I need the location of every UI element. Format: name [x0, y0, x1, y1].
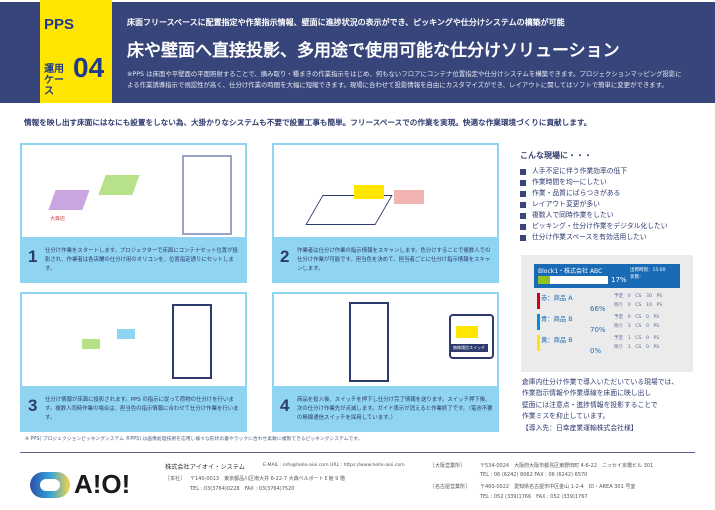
progress-dashboard: Block1・株式会社 ABC 17% 出荷時刻：15:00 状態： 赤：商品 …	[521, 255, 693, 372]
step-1-illustration: 大森店	[20, 143, 247, 239]
case-study: 倉庫内仕分け作業で導入いただいている現場では、作業指示情報や作業導線を床面に映し…	[522, 378, 679, 432]
nagoya-label: ［名古屋営業所］	[430, 484, 471, 490]
step-number: 2	[280, 247, 290, 266]
color-bar	[537, 335, 540, 351]
osaka-tel: TEL : 06 (6242) 8062 FAX : 06 (6242) 657…	[480, 472, 588, 478]
page-title: 床や壁面へ直接投影、多用途で使用可能な仕分けソリューション	[127, 41, 620, 61]
step-panel-3: 3 仕分け情報が床面に投影されます。PPS の指示に従って荷物の仕分けを行います…	[20, 292, 247, 432]
color-bar	[537, 293, 540, 309]
bullet-icon	[520, 234, 526, 241]
dashboard-row: 黄：商品 B 0% 予定 1 CS 0 PS 残り 1 CS 0 PS	[537, 335, 659, 355]
contact: E-MAIL : info@hello-aioi.com URL : https…	[263, 463, 405, 468]
description: ※PPS は床面や平壁面の平面照射することで、摘み取り・種まきの作業指示をはじめ…	[127, 70, 682, 89]
step-text: 仕分け情報が床面に投影されます。PPS の指示に従って荷物の仕分けを行います。複…	[45, 397, 239, 421]
step-text: 仕分け作業をスタートします。プロジェクターで床面にコンテナセット位置が投影され、…	[45, 248, 238, 272]
bullet-icon	[520, 223, 526, 230]
status: 状態：	[630, 275, 644, 280]
bullet-icon	[520, 201, 526, 208]
need-item: 人手不足に伴う作業効率の低下	[520, 166, 700, 177]
company-name: 株式会社アイオイ・システム	[165, 464, 245, 471]
step-4-illustration: 無線通信スイッチ	[272, 292, 499, 388]
needs-list: こんな現場に・・・ 人手不足に伴う作業効率の低下 作業時間を均一にしたい 作業・…	[520, 150, 700, 243]
step-panel-2: 2 作業者は仕分け作業の指示情報をスキャンします。色分けすることで複数人での仕分…	[272, 143, 499, 283]
bullet-icon	[520, 190, 526, 197]
step-number: 1	[28, 247, 38, 266]
bullet-icon	[520, 212, 526, 219]
dashboard-row: 青：商品 B 70% 予定 9 CS 0 PS 残り 3 CS 0 PS	[537, 314, 659, 334]
progress-fill	[538, 276, 550, 284]
step-text: 作業者は仕分け作業の指示情報をスキャンします。色分けすることで複数人での仕分け作…	[297, 248, 491, 272]
hq-address: 〒140-0013 東京都品川区南大井 6-22-7 大森ベルポートＥ館 9 階	[190, 476, 345, 482]
row-pct: 66%	[590, 305, 606, 313]
dashboard-row: 赤：商品 A 66% 予定 0 CS 30 PS 残り 0 CS 10 PS	[537, 293, 662, 313]
case-label: 運用ケース	[44, 64, 64, 97]
badge-pps: PPS	[44, 16, 75, 33]
progress-label: 17%	[611, 276, 627, 284]
bullet-icon	[520, 168, 526, 175]
subtitle: 床面フリースペースに配置指定や作業指示情報、壁面に進捗状況の表示ができ、ピッキン…	[127, 18, 565, 27]
need-item: ピッキング・仕分け作業をデジタル化したい	[520, 221, 700, 232]
hq-label: ［本社］	[165, 476, 186, 482]
need-item: レイアウト変更が多い	[520, 199, 700, 210]
progress-bar	[538, 276, 608, 284]
step-text: 商品を投入後、スイッチを押下し仕分け完了情報を送ります。スイッチ押下後、次の仕分…	[297, 397, 493, 421]
header-band	[0, 2, 715, 103]
switch-label: 無線通信スイッチ	[450, 344, 488, 352]
osaka-label: ［大阪営業所］	[430, 463, 466, 469]
company-logo: A!O!	[30, 463, 150, 501]
row-pct: 0%	[590, 347, 602, 355]
need-item: 作業・品質にばらつきがある	[520, 188, 700, 199]
osaka-address: 〒534-0024 大阪府大阪市都島区東野田町 4-6-22 ニッセイ京橋ビル …	[480, 463, 654, 469]
step-2-illustration	[272, 143, 499, 239]
case-badge: PPS 運用ケース 04	[40, 0, 112, 103]
need-item: 作業時間を均一にしたい	[520, 177, 700, 188]
ship-time: 出荷時刻：15:00	[630, 268, 666, 273]
footer-divider	[20, 452, 695, 453]
step-number: 3	[28, 396, 38, 415]
need-item: 複数人で同時作業をしたい	[520, 210, 700, 221]
needs-heading: こんな現場に・・・	[520, 151, 592, 160]
nagoya-tel: TEL : 052 (339)1766 FAX : 052 (339)1767	[480, 494, 588, 500]
nagoya-address: 〒460-0022 愛知県名古屋市中区金山 1-2-4 ID・AREA 301 …	[480, 484, 636, 490]
dashboard-header: Block1・株式会社 ABC 17% 出荷時刻：15:00 状態：	[534, 264, 680, 288]
row-pct: 70%	[590, 326, 606, 334]
need-item: 仕分け作業スペースを有効活用したい	[520, 232, 700, 243]
hq-tel: TEL : 03(3764)0228 FAX : 03(3764)7520	[190, 486, 295, 492]
step-3-illustration	[20, 292, 247, 388]
footnote: ※ PPS( プロジェクションピッキングシステム ®PPS) は画像処理技術を応…	[25, 437, 363, 442]
block-name: Block1・株式会社 ABC	[538, 268, 603, 275]
step-panel-4: 無線通信スイッチ 4 商品を投入後、スイッチを押下し仕分け完了情報を送ります。ス…	[272, 292, 499, 432]
case-number: 04	[73, 52, 105, 83]
step-number: 4	[280, 396, 290, 415]
color-bar	[537, 314, 540, 330]
bullet-icon	[520, 179, 526, 186]
floor-label: 大森店	[50, 216, 66, 222]
step-panel-1: 大森店 1 仕分け作業をスタートします。プロジェクターで床面にコンテナセット位置…	[20, 143, 247, 283]
lead-text: 情報を映し出す床面にはなにも設置をしない為、大掛かりなシステムも不要で設置工事も…	[24, 118, 592, 127]
